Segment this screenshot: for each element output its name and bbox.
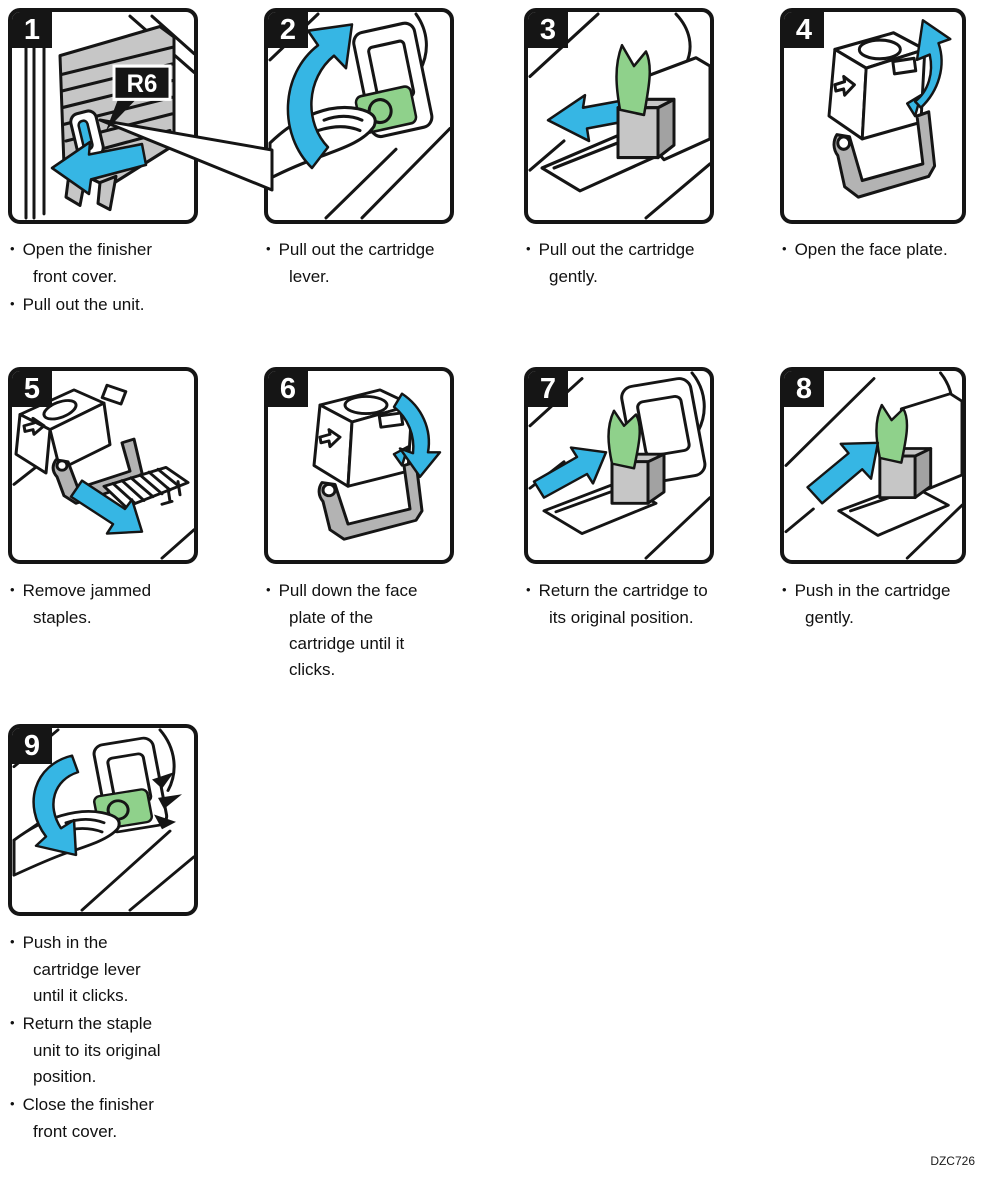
jammed-staple-strip: [102, 465, 190, 509]
step-5-figure: 5: [8, 367, 198, 564]
step-8-figure: 8: [780, 367, 966, 564]
step-6-illustration: [312, 388, 442, 541]
rotate-close-arrow-icon: [392, 392, 442, 479]
pull-out-arrow-icon: [546, 93, 628, 143]
staple-cartridge: [615, 43, 676, 160]
step-7-illustration: [528, 371, 710, 560]
step-9-illustration: [12, 728, 194, 912]
step-number-badge: 4: [784, 12, 824, 48]
push-in-arrow-icon: [806, 441, 880, 505]
step-5-instructions: Remove jammed staples.: [2, 578, 182, 633]
instruction-item: Pull down the face plate of the cartridg…: [258, 578, 438, 683]
instruction-item: Pull out the unit.: [2, 292, 182, 319]
instruction-item: Pull out the cartridge lever.: [258, 237, 438, 290]
step-number-badge: 8: [784, 371, 824, 407]
machine-edges: [24, 14, 194, 220]
instruction-item: Push in the cartridge gently.: [774, 578, 954, 631]
staple-cartridge: [875, 403, 933, 500]
staple-cartridge: [827, 31, 927, 141]
step-number-badge: 7: [528, 371, 568, 407]
r6-label-text: R6: [127, 71, 158, 99]
rotate-open-arrow-icon: [913, 19, 952, 109]
instruction-item: Close the finisher front cover.: [2, 1092, 174, 1145]
step-number-badge: 9: [12, 728, 52, 764]
rotate-up-arrow-icon: [286, 23, 354, 170]
click-marks-icon: [152, 772, 182, 830]
step-number-badge: 1: [12, 12, 52, 48]
step-number-badge: 2: [268, 12, 308, 48]
step-2-figure: 2: [264, 8, 454, 224]
step-9-instructions: Push in the cartridge lever until it cli…: [2, 930, 174, 1147]
step-1-figure: R6 1: [8, 8, 198, 224]
step-3-figure: 3: [524, 8, 714, 224]
machine-edges: [784, 371, 962, 560]
step-3-illustration: [528, 12, 710, 220]
step-8-instructions: Push in the cartridge gently.: [774, 578, 954, 633]
rotate-in-arrow-icon: [32, 754, 80, 857]
figure-code: DZC726: [930, 1154, 975, 1168]
step-2-instructions: Pull out the cartridge lever.: [258, 237, 438, 292]
step-9-figure: 9: [8, 724, 198, 916]
step-1-instructions: Open the finisher front cover. Pull out …: [2, 237, 182, 321]
step-6-instructions: Pull down the face plate of the cartridg…: [258, 578, 438, 685]
instruction-item: Remove jammed staples.: [2, 578, 182, 631]
step-3-instructions: Pull out the cartridge gently.: [518, 237, 698, 292]
step-number-badge: 6: [268, 371, 308, 407]
step-4-instructions: Open the face plate.: [774, 237, 974, 266]
step-7-figure: 7: [524, 367, 714, 564]
staple-cartridge: [607, 409, 666, 505]
staple-cartridge: [312, 388, 414, 488]
instruction-item: Open the finisher front cover.: [2, 237, 182, 290]
step-2-illustration: [268, 12, 450, 220]
return-arrow-icon: [532, 446, 608, 499]
step-7-instructions: Return the cartridge to its original pos…: [518, 578, 708, 633]
step-8-illustration: [784, 371, 962, 560]
step-number-badge: 5: [12, 371, 52, 407]
step-number-badge: 3: [528, 12, 568, 48]
step-6-figure: 6: [264, 367, 454, 564]
step-5-illustration: [12, 371, 194, 560]
instruction-item: Return the cartridge to its original pos…: [518, 578, 708, 631]
instruction-item: Return the staple unit to its original p…: [2, 1011, 174, 1090]
instruction-item: Open the face plate.: [774, 237, 974, 264]
instruction-item: Pull out the cartridge gently.: [518, 237, 698, 290]
remove-arrow-icon: [69, 479, 144, 535]
step-4-illustration: [827, 19, 952, 199]
r6-location-label: R6: [106, 64, 172, 131]
instruction-item: Push in the cartridge lever until it cli…: [2, 930, 174, 1009]
step-4-figure: 4: [780, 8, 966, 224]
